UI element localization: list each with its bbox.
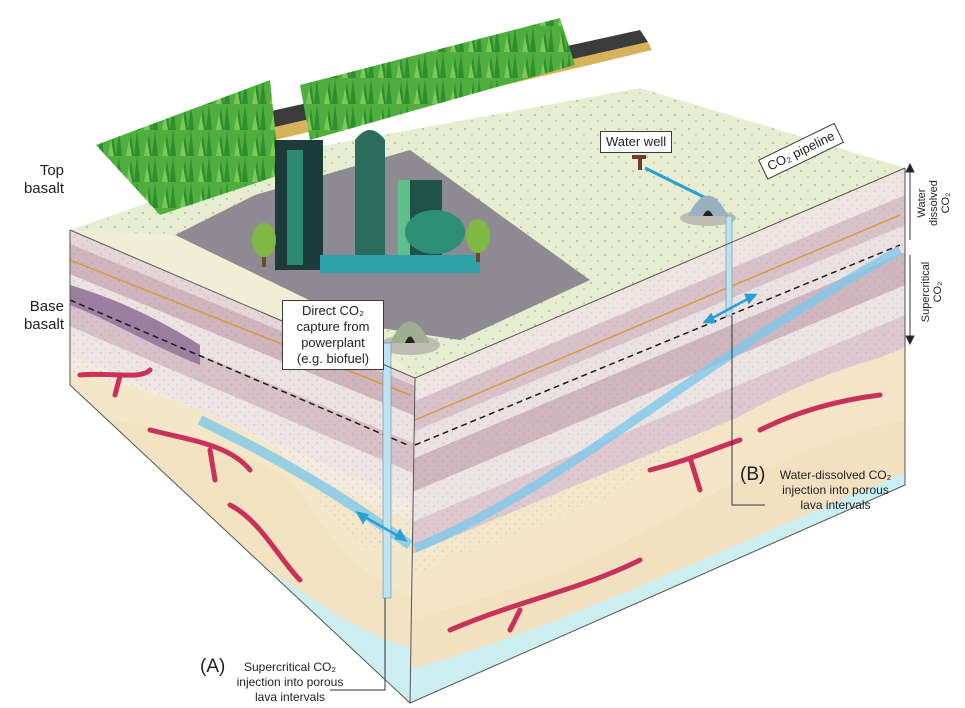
injection-dome-icon: [380, 321, 440, 599]
injection-dome-icon: [680, 195, 736, 317]
top-basalt-line-2: basalt: [23, 180, 64, 197]
water-well-label: Water well: [600, 131, 673, 153]
zone-water-line-2: dissolved: [928, 180, 940, 226]
co2-flow-arrows: [355, 293, 758, 542]
option-b-line-3: lava intervals: [800, 498, 871, 512]
zone-supercritical-label: Supercritical CO₂: [920, 252, 944, 332]
option-b-tag: (B): [740, 464, 766, 485]
water-well-icon: [632, 155, 646, 170]
option-a-caption: Supercritical CO₂ injection into porous …: [225, 660, 355, 705]
option-a-line-1: Supercritical CO₂: [243, 660, 336, 674]
top-basalt-line-1: Top: [39, 162, 64, 179]
zone-water-line-1: Water: [916, 188, 928, 218]
base-basalt-label: Base basalt: [22, 298, 64, 334]
direct-capture-line-1: Direct CO₂: [301, 303, 365, 318]
option-b-caption: Water-dissolved CO₂ injection into porou…: [768, 468, 903, 513]
direct-capture-line-3: powerplant: [301, 335, 365, 350]
option-b-line-1: Water-dissolved CO₂: [779, 468, 892, 482]
direct-capture-label: Direct CO₂ capture from powerplant (e.g.…: [282, 300, 384, 370]
zone-supercritical-line-1: Supercritical: [920, 261, 932, 323]
zone-water-dissolved-label: Water dissolved CO₂: [916, 173, 952, 233]
base-basalt-line-1: Base: [29, 298, 64, 315]
crop-field-left: [96, 80, 280, 215]
option-a-line-2: injection into porous: [236, 675, 344, 689]
top-basalt-label: Top basalt: [22, 162, 64, 198]
option-a-line-3: lava intervals: [254, 690, 326, 704]
factory-icon: [275, 130, 480, 273]
base-basalt-line-2: basalt: [23, 316, 64, 333]
tree-icon: [252, 219, 490, 267]
direct-capture-line-2: capture from: [296, 319, 370, 334]
crop-field-right: [300, 18, 575, 140]
direct-capture-line-4: (e.g. biofuel): [296, 351, 370, 366]
option-a-tag: (A): [200, 656, 226, 677]
option-b-line-2: injection into porous: [782, 483, 889, 497]
zone-water-line-3: CO₂: [940, 192, 952, 214]
zone-supercritical-line-2: CO₂: [932, 281, 944, 303]
